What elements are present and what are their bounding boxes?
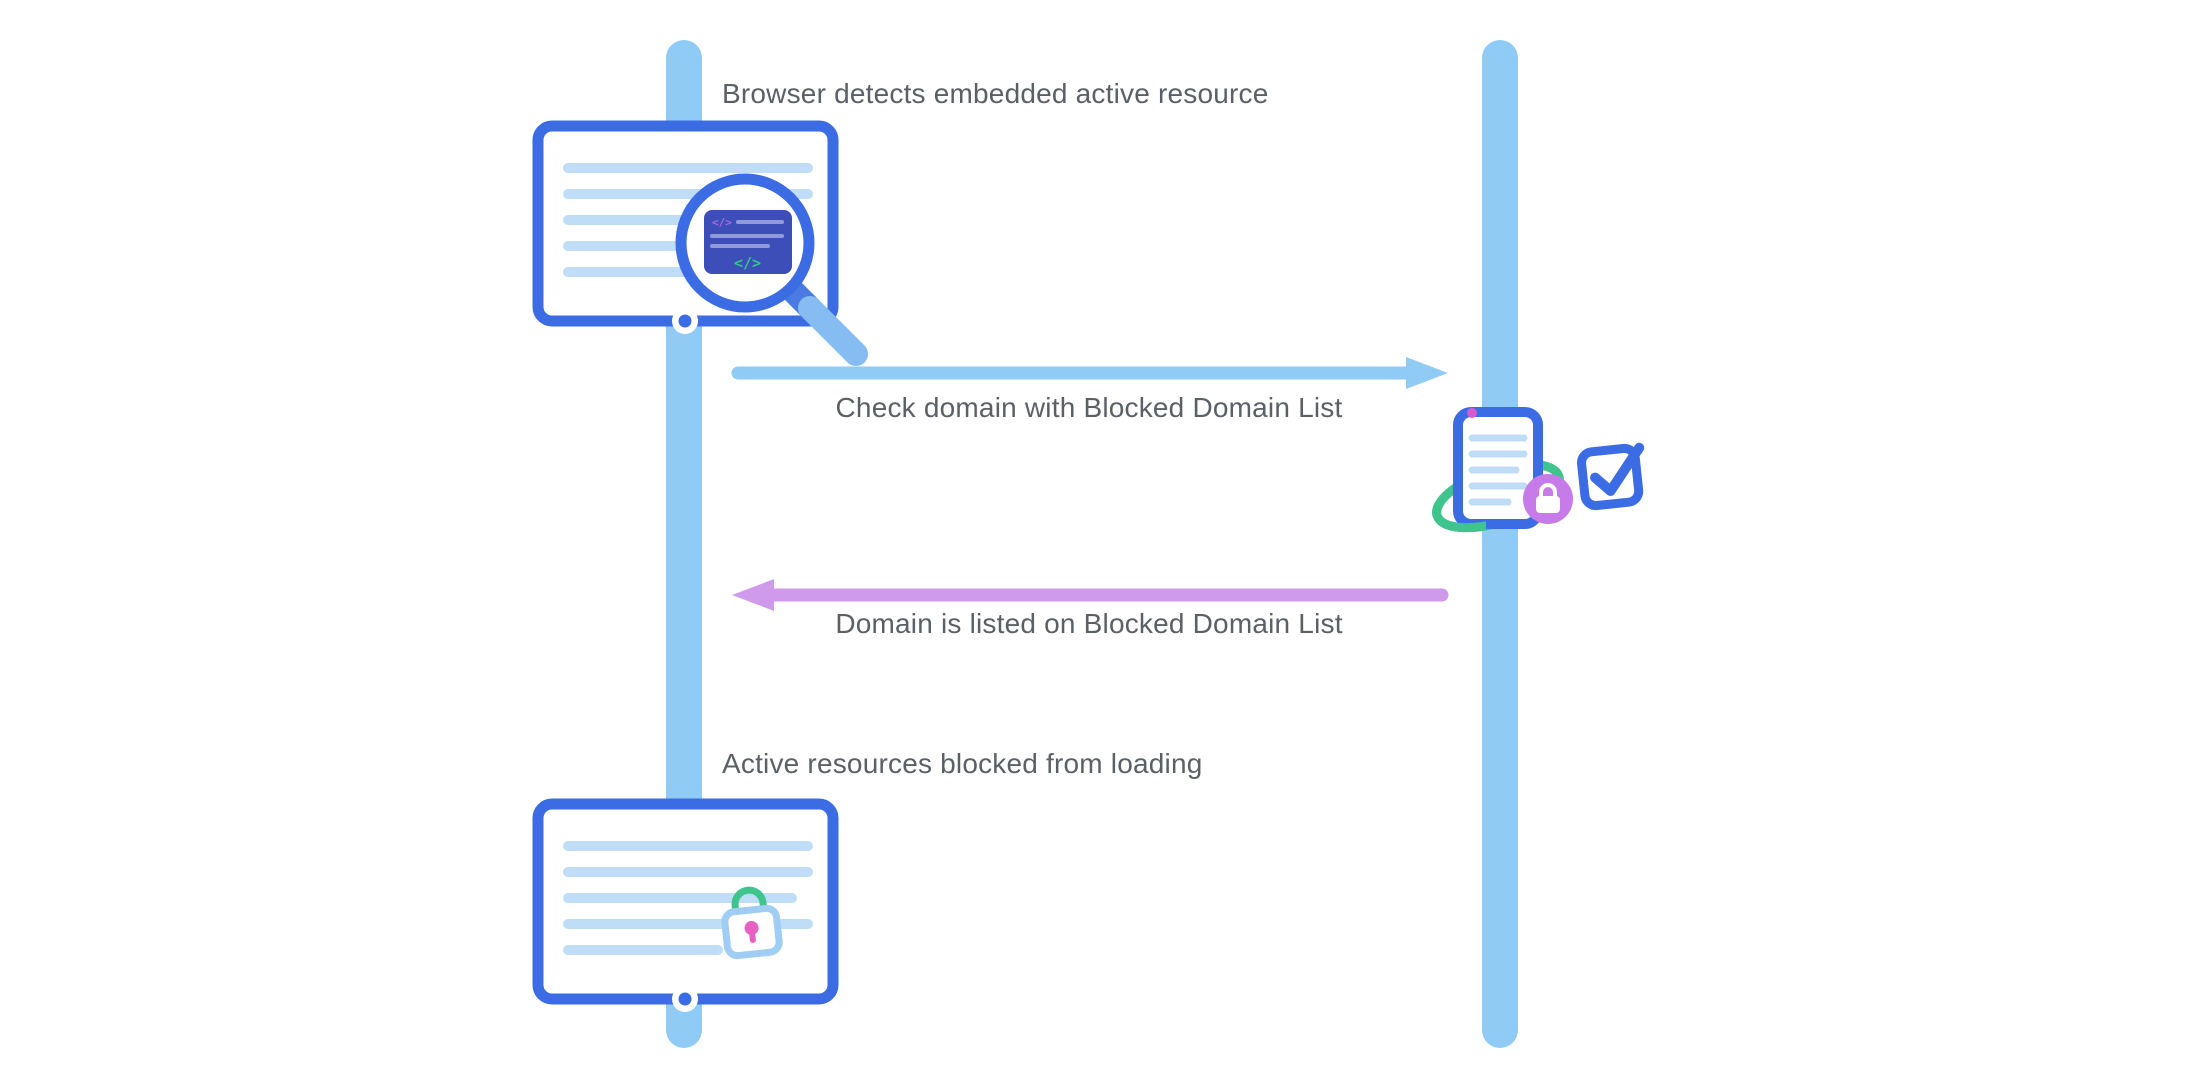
step3-label: Domain is listed on Blocked Domain List	[835, 608, 1343, 639]
step4-label: Active resources blocked from loading	[722, 748, 1203, 779]
browser-blocked-icon	[532, 798, 839, 1012]
mini-code-window-icon: </> </>	[704, 210, 792, 274]
checkbox-icon	[1577, 442, 1645, 511]
magnifier-icon: </> </>	[675, 173, 868, 366]
svg-text:</>: </>	[712, 216, 732, 229]
lifeline-right-bar	[1482, 40, 1518, 1048]
step2-label: Check domain with Blocked Domain List	[835, 392, 1343, 423]
request-arrow-icon	[731, 357, 1448, 389]
response-arrow-icon	[732, 579, 1449, 611]
lock-badge-icon	[1523, 474, 1573, 524]
browser-window-icon	[532, 798, 839, 1012]
blocked-domain-list-icon	[1432, 407, 1645, 533]
step1-label: Browser detects embedded active resource	[722, 78, 1269, 109]
document-icon	[1453, 407, 1543, 529]
padlock-icon	[721, 886, 783, 960]
browser-search-icon: </> </>	[532, 120, 868, 366]
svg-text:</>: </>	[734, 254, 761, 272]
